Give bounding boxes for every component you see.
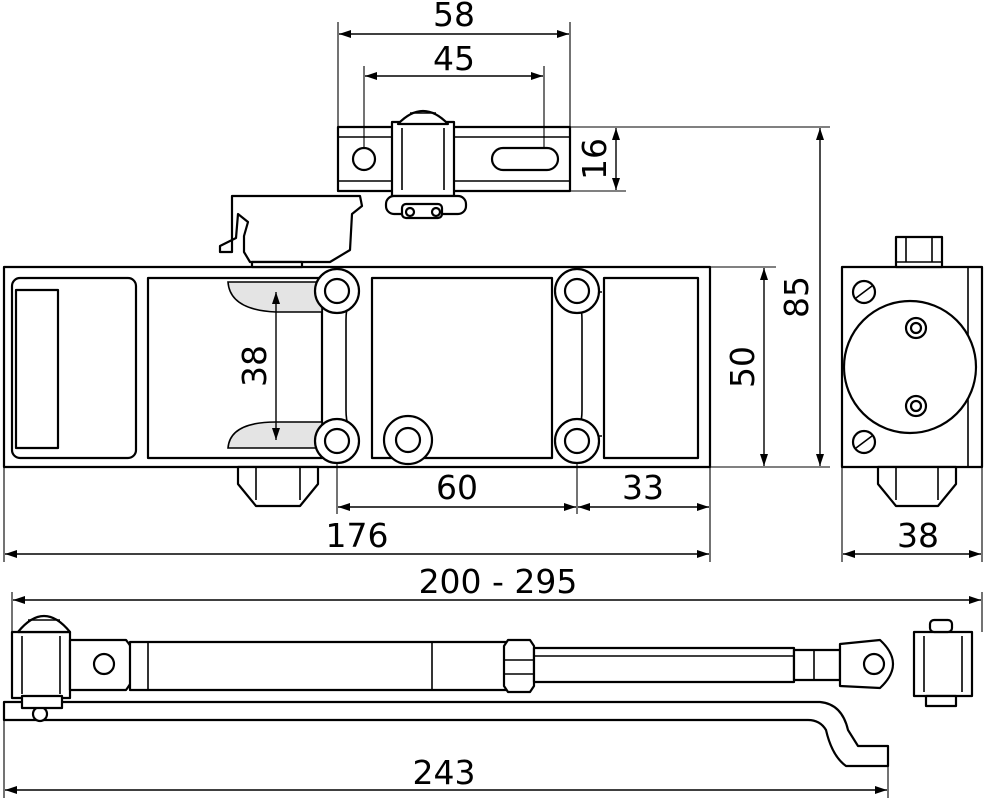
body-spindle [236, 465, 320, 508]
dim-label-bracket-height: 16 [575, 138, 614, 180]
bracket-hole [351, 146, 377, 172]
dim-label-bracket-width: 58 [433, 0, 475, 34]
side-view-spindle [876, 465, 958, 508]
dim-label-total-height: 85 [777, 276, 816, 318]
extension-lines [3, 22, 983, 798]
arm-lower-bar [2, 700, 890, 768]
bracket-arm-link [218, 194, 364, 264]
arm-left-pivot [10, 630, 72, 700]
bracket-screw-head [396, 110, 450, 126]
arm-threaded-rod [532, 646, 796, 684]
side-view-disc [842, 299, 978, 435]
dimension-labels: 58 45 16 85 50 38 60 33 176 38 200 - 295… [235, 0, 939, 792]
bracket-slot [490, 146, 560, 172]
arm-assembly [2, 615, 974, 768]
dim-label-mount-hole-horizontal: 60 [436, 468, 478, 507]
closer-body-front-view [2, 260, 712, 508]
dim-label-body-length: 176 [326, 516, 389, 555]
dim-label-side-width: 38 [897, 516, 939, 555]
dimension-lines [5, 30, 981, 794]
arm-adjust-nut [502, 638, 536, 694]
arm-right-pivot [912, 630, 974, 698]
mounting-bracket [218, 110, 572, 264]
dim-label-mount-hole-vertical: 38 [235, 345, 274, 387]
arm-main-tube [128, 640, 512, 692]
dim-label-body-height: 50 [723, 346, 762, 388]
dim-label-installed-span: 200 - 295 [419, 562, 578, 601]
dim-label-hole-to-end: 33 [622, 468, 664, 507]
dim-label-arm-length: 243 [413, 753, 476, 792]
closer-body-side-view [840, 235, 984, 508]
dim-label-bracket-hole-spacing: 45 [433, 39, 475, 78]
